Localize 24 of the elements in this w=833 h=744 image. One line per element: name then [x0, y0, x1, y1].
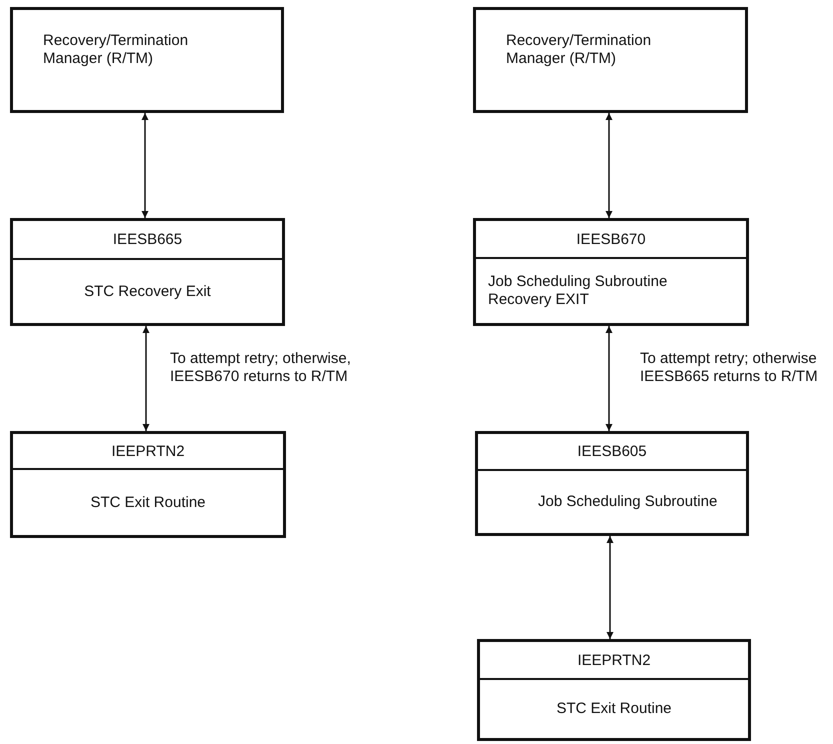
process-box: [473, 218, 749, 326]
module-name: IEESB670: [576, 230, 646, 248]
process-box: [477, 639, 751, 741]
component-name: Recovery/Termination Manager (R/TM): [43, 32, 190, 68]
process-box: [10, 431, 286, 538]
module-name: IEEPRTN2: [577, 652, 651, 668]
module-name: IEEPRTN2: [111, 442, 185, 460]
routine-name: STC Exit Routine: [556, 700, 672, 718]
routine-name: Job Scheduling Subroutine Recovery EXIT: [488, 273, 668, 309]
module-name: IEESB665: [112, 231, 182, 248]
process-box: [475, 431, 749, 536]
routine-name: STC Recovery Exit: [84, 282, 211, 300]
double-arrow: [142, 326, 150, 431]
routine-name: Job Scheduling Subroutine: [538, 493, 718, 511]
double-arrow: [142, 113, 148, 218]
double-arrow: [606, 536, 614, 639]
double-arrow: [606, 113, 612, 218]
double-arrow: [606, 326, 612, 431]
process-box: [10, 7, 284, 113]
process-box: [473, 7, 748, 113]
routine-name: STC Exit Routine: [90, 494, 206, 512]
module-name: IEESB605: [577, 443, 647, 460]
component-name: Recovery/Termination Manager (R/TM): [506, 32, 652, 68]
process-box: [10, 218, 285, 326]
